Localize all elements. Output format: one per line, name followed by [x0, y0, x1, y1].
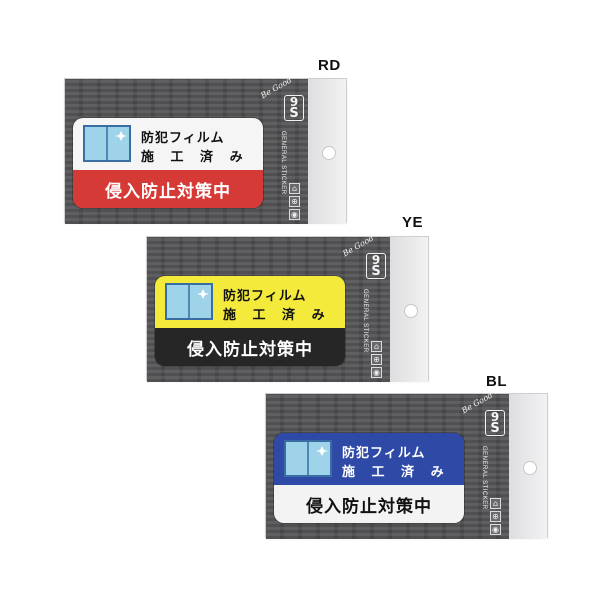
side-label: GENERAL STICKER	[362, 289, 368, 353]
lock-icon: ⊕	[490, 511, 501, 522]
lock-icon: ⊕	[371, 354, 382, 365]
window-icon	[284, 440, 332, 477]
side-label: GENERAL STICKER	[280, 131, 286, 195]
lock-icon: ⊕	[289, 196, 300, 207]
sticker-line1: 防犯フィルム	[141, 131, 225, 146]
shield-icon: ◉	[371, 367, 382, 378]
house-icon: ⌂	[490, 498, 501, 509]
window-icon	[83, 125, 131, 162]
sticker-warning: 侵入防止対策中	[155, 328, 345, 366]
sticker-line1: 防犯フィルム	[342, 446, 426, 461]
sticker-warning: 侵入防止対策中	[73, 170, 263, 208]
sticker: 防犯フィルム 施 工 済 み 侵入防止対策中	[155, 276, 345, 366]
house-icon: ⌂	[371, 341, 382, 352]
shield-icon: ◉	[490, 524, 501, 535]
shield-icon: ◉	[289, 209, 300, 220]
sticker: 防犯フィルム 施 工 済 み 侵入防止対策中	[274, 433, 464, 523]
house-icon: ⌂	[289, 183, 300, 194]
sticker: 防犯フィルム 施 工 済 み 侵入防止対策中	[73, 118, 263, 208]
window-icon	[165, 283, 213, 320]
variant-label-rd: RD	[318, 57, 341, 74]
sticker-line2: 施 工 済 み	[223, 308, 331, 323]
sticker-top-panel: 防犯フィルム 施 工 済 み	[155, 276, 345, 328]
hang-hole	[523, 461, 537, 475]
sticker-line1: 防犯フィルム	[223, 289, 307, 304]
sticker-top-panel: 防犯フィルム 施 工 済 み	[274, 433, 464, 485]
sticker-top-panel: 防犯フィルム 施 工 済 み	[73, 118, 263, 170]
hang-hole	[404, 304, 418, 318]
variant-label-ye: YE	[402, 214, 424, 231]
variant-label-bl: BL	[486, 373, 507, 390]
sticker-line2: 施 工 済 み	[141, 150, 249, 165]
sticker-line2: 施 工 済 み	[342, 465, 450, 480]
sticker-warning: 侵入防止対策中	[274, 485, 464, 523]
hang-hole	[322, 146, 336, 160]
side-label: GENERAL STICKER	[481, 446, 487, 510]
